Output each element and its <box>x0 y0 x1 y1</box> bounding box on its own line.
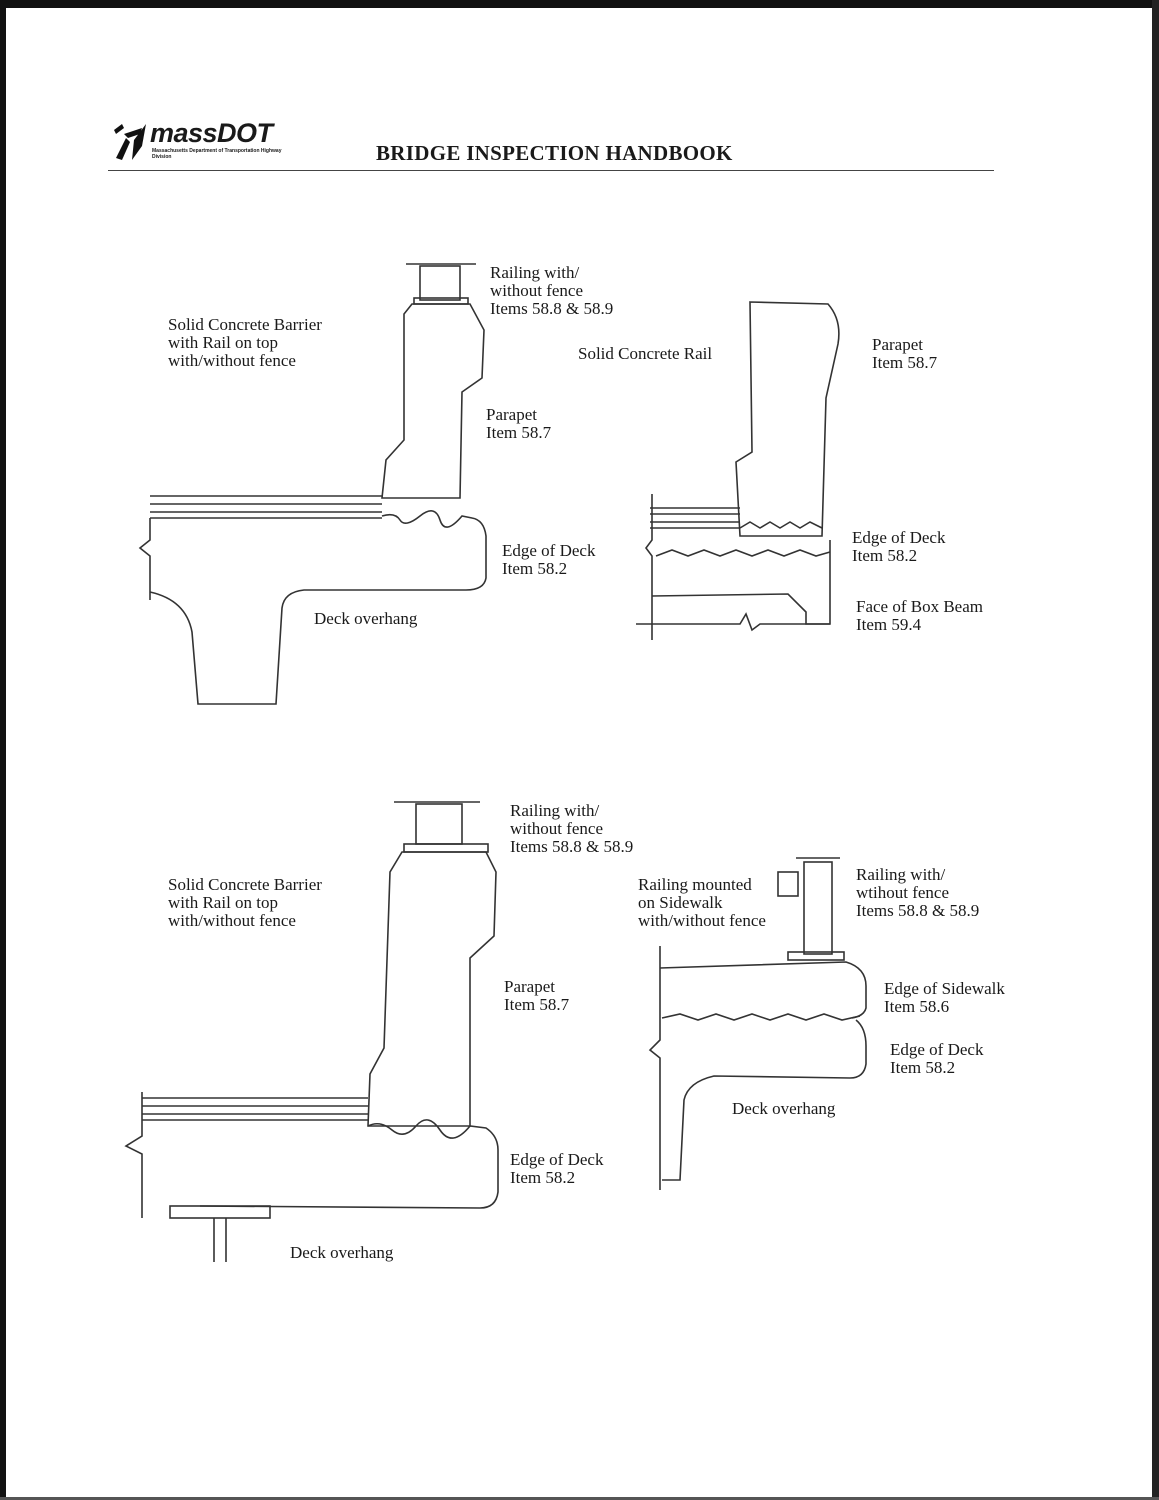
top-left-railing-label: Railing with/ without fence Items 58.8 &… <box>490 263 614 318</box>
top-right-beam-label: Face of Box Beam Item 59.4 <box>856 597 983 634</box>
bottom-right-railing-label: Railing with/ wtihout fence Items 58.8 &… <box>856 865 980 920</box>
wearing-surface <box>142 1097 368 1121</box>
bottom-left-barrier-label: Solid Concrete Barrier with Rail on top … <box>168 875 322 930</box>
deck-break-line <box>648 946 661 1190</box>
parapet-outline <box>367 851 497 1127</box>
massdot-logo-mark-icon <box>114 124 146 160</box>
top-left-edge-label: Edge of Deck Item 58.2 <box>502 541 596 578</box>
construction-joint-middle <box>655 549 831 557</box>
deck-break-line <box>138 518 151 600</box>
parapet-outline <box>381 303 485 499</box>
sidewalk-outline <box>659 961 867 1019</box>
box-beam-outline <box>651 540 831 625</box>
bottom-right-edge-label: Edge of Deck Item 58.2 <box>890 1040 984 1077</box>
girder-flange <box>169 1205 271 1219</box>
deck-outline <box>149 510 487 705</box>
bottom-left-railing-label: Railing with/ without fence Items 58.8 &… <box>510 801 634 856</box>
railing-base-plate <box>403 843 489 853</box>
page-title: BRIDGE INSPECTION HANDBOOK <box>376 141 733 165</box>
bottom-left-overhang-label: Deck overhang <box>290 1243 394 1262</box>
bottom-left-edge-label: Edge of Deck Item 58.2 <box>510 1150 604 1187</box>
railing-bracket <box>777 871 799 897</box>
header-rule <box>108 170 994 171</box>
sidewalk-joint <box>661 1013 861 1021</box>
deck-outline <box>662 1019 867 1181</box>
top-left-barrier-label: Solid Concrete Barrier with Rail on top … <box>168 315 322 370</box>
top-right-rail-label: Solid Concrete Rail <box>578 344 713 363</box>
scan-border-top <box>0 0 1159 8</box>
section-barrier-rail-top <box>138 263 487 705</box>
scan-border-bottom <box>0 1497 1159 1500</box>
scan-border-left <box>0 0 6 1500</box>
top-right-parapet-label: Parapet Item 58.7 <box>872 335 938 372</box>
wearing-surface <box>650 507 740 529</box>
deck-break-line <box>645 494 653 640</box>
bottom-right-sidewalk-label: Edge of Sidewalk Item 58.6 <box>884 979 1005 1016</box>
top-left-overhang-label: Deck overhang <box>314 609 418 628</box>
bottom-left-parapet-label: Parapet Item 58.7 <box>504 977 570 1014</box>
box-beam-break-line <box>636 612 830 632</box>
top-right-edge-label: Edge of Deck Item 58.2 <box>852 528 946 565</box>
section-sidewalk-railing <box>648 857 867 1190</box>
logo-name: massDOT <box>150 118 273 148</box>
scan-border-right <box>1152 0 1159 1500</box>
section-solid-concrete-rail <box>636 301 840 640</box>
railing-post <box>419 265 461 301</box>
railing-post <box>803 861 833 955</box>
girder-web <box>213 1218 227 1262</box>
construction-joint-top <box>739 521 823 529</box>
bottom-right-overhang-label: Deck overhang <box>732 1099 836 1118</box>
section-barrier-rail-bottom <box>124 801 499 1262</box>
deck-break-line <box>124 1092 143 1218</box>
top-left-parapet-label: Parapet Item 58.7 <box>486 405 552 442</box>
bottom-right-mounted-label: Railing mounted on Sidewalk with/without… <box>638 875 766 930</box>
rail-outline <box>735 301 840 537</box>
railing-post <box>415 803 463 845</box>
deck-outline <box>199 1119 499 1209</box>
massdot-logo: massDOT Massachusetts Department of Tran… <box>112 118 292 164</box>
railing-base-plate <box>787 951 845 961</box>
logo-subtitle: Massachusetts Department of Transportati… <box>152 148 282 160</box>
wearing-surface <box>150 495 382 519</box>
